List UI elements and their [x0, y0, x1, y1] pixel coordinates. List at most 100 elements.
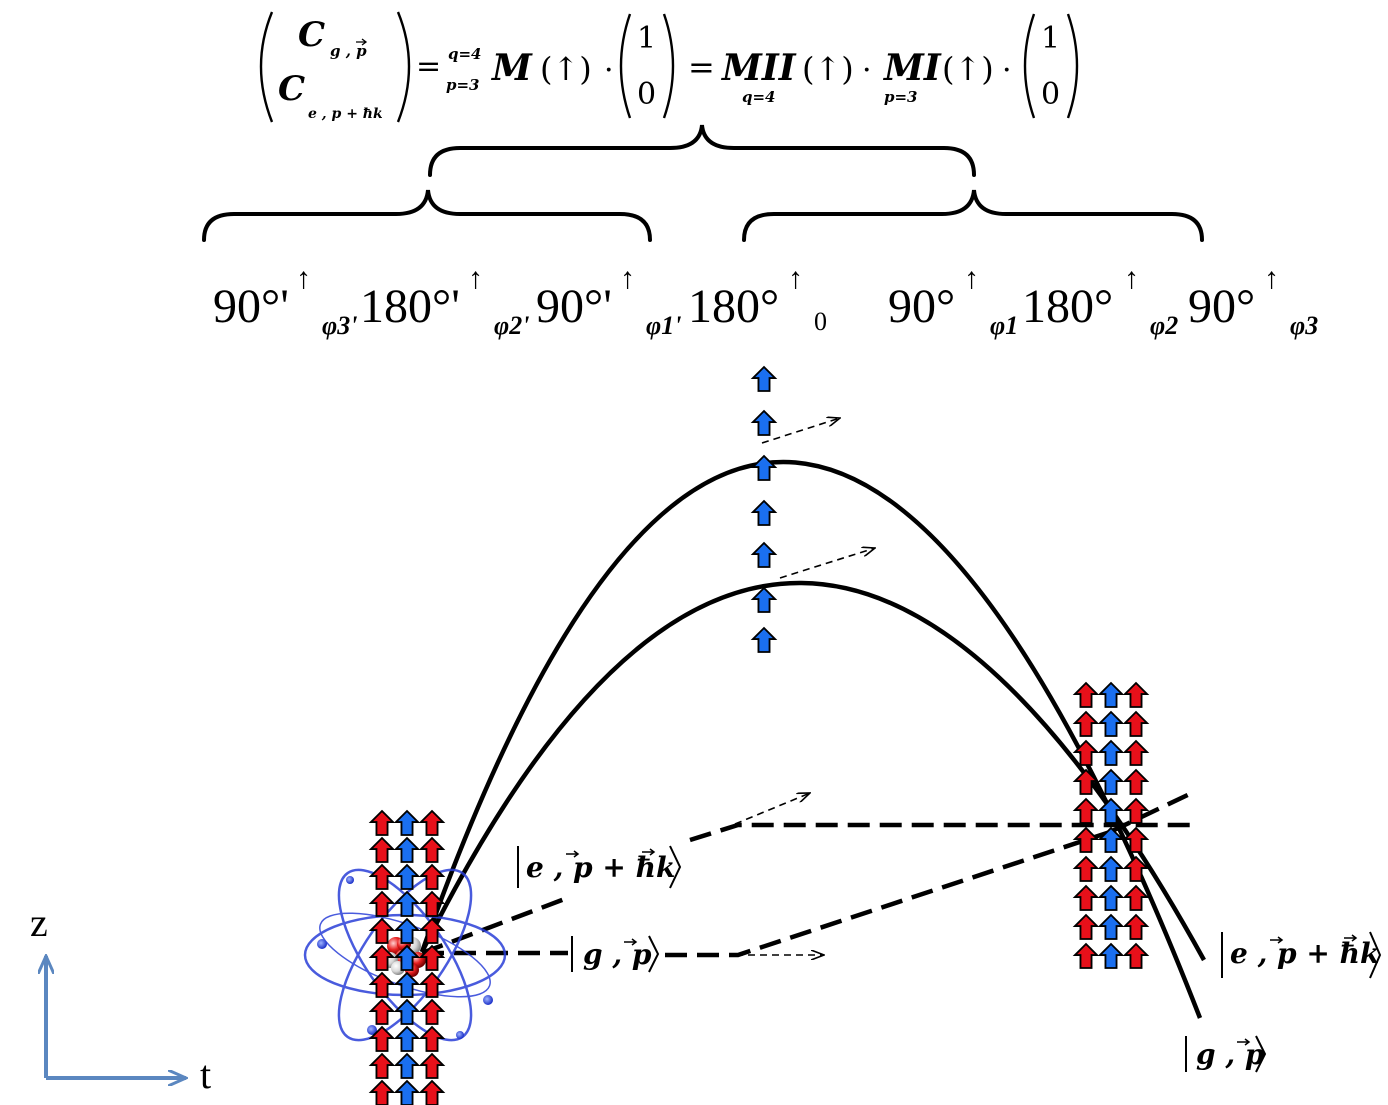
spin-arrow-blue — [1098, 856, 1124, 882]
col2-bottom: 0 — [1041, 77, 1060, 112]
spin-arrow-red — [1073, 827, 1099, 853]
dashed-excited-flat — [689, 822, 1192, 843]
spin-arrow-blue — [751, 410, 777, 436]
spin-arrow-red — [1123, 943, 1149, 969]
paren-col1-close — [662, 13, 675, 119]
momentum-kick-3 — [734, 793, 810, 825]
spin-arrow-red — [1073, 682, 1099, 708]
state-excited-mid: e , p + ħk — [526, 851, 675, 884]
dashed-ground-continue — [1109, 788, 1197, 835]
spin-arrow-red — [1073, 885, 1099, 911]
paren-left-close — [396, 11, 411, 123]
coef-top-sub: g , p — [330, 42, 367, 60]
t-axis-label: t — [200, 1052, 211, 1097]
spin-arrow-blue — [1098, 885, 1124, 911]
spin-arrow-red — [419, 810, 445, 836]
spin-arrow-columns — [369, 366, 1149, 1105]
spin-arrow-red — [1073, 856, 1099, 882]
momentum-kick-1 — [761, 418, 840, 444]
brace-right — [742, 189, 1204, 242]
col2-top: 1 — [1041, 21, 1060, 56]
arg-up-1: (↑) — [540, 50, 592, 88]
pulse-middle-arrow: ↑ — [788, 262, 803, 295]
pulse-left-1-angle: 90°' — [213, 280, 289, 333]
spin-arrow-blue — [394, 1080, 420, 1105]
arg-up-3: (↑) — [942, 50, 994, 88]
spin-arrow-red — [369, 1053, 395, 1079]
spin-arrow-red — [369, 810, 395, 836]
state-ground-mid: g , p — [583, 938, 652, 971]
spin-arrow-red — [419, 864, 445, 890]
sub-p: p=3 — [446, 76, 480, 94]
spin-arrow-blue — [1098, 740, 1124, 766]
dot-2: · — [862, 53, 872, 88]
pulse-middle-phase: 0 — [814, 307, 827, 336]
pulse-right-1-phase: φ1 — [990, 311, 1018, 340]
dot-1: · — [604, 53, 614, 88]
dashed-ground-rise — [665, 829, 1111, 958]
pulse-right-1-arrow: ↑ — [964, 262, 979, 295]
matrix-MI: MI — [882, 47, 942, 89]
spin-arrow-red — [419, 1080, 445, 1105]
spin-arrow-red — [369, 837, 395, 863]
spin-arrow-red — [1123, 885, 1149, 911]
grouping-braces — [202, 124, 1204, 242]
spin-arrow-red — [1123, 711, 1149, 737]
spin-arrow-blue — [1098, 769, 1124, 795]
spin-arrow-red — [369, 891, 395, 917]
trajectory-upper-arc — [419, 459, 1203, 1019]
equation: C g , p C e , p + ħk = q=4 p=3 M (↑) · 1… — [259, 11, 1079, 123]
spin-arrow-red — [419, 837, 445, 863]
pulse-right-2-phase: φ2 — [1150, 311, 1178, 340]
pulse-right-1-angle: 90° — [888, 280, 955, 333]
spin-arrow-blue — [394, 891, 420, 917]
paren-left-open — [259, 11, 274, 123]
spin-arrow-blue — [394, 972, 420, 998]
spin-arrow-red — [1123, 769, 1149, 795]
matrix-MII: MII — [720, 47, 797, 89]
pulse-left-2-angle: 180°' — [360, 280, 460, 333]
coef-top: C — [298, 15, 325, 55]
pulse-right-2-angle: 180° — [1022, 280, 1113, 333]
spin-arrow-blue — [394, 1026, 420, 1052]
coef-bottom-sub: e , p + ħk — [308, 106, 383, 122]
trajectories — [419, 418, 1206, 1019]
spin-arrow-red — [369, 999, 395, 1025]
spin-arrow-red — [1123, 798, 1149, 824]
spin-arrow-blue — [751, 587, 777, 613]
spin-arrow-red — [1073, 943, 1099, 969]
spin-arrow-red — [1123, 740, 1149, 766]
pulse-left-1-arrow: ↑ — [296, 262, 311, 295]
vec-arrow — [356, 38, 368, 46]
trajectory-lower-arc — [419, 580, 1206, 962]
paren-col2-close — [1066, 13, 1079, 119]
spin-arrow-blue — [1098, 914, 1124, 940]
brace-left — [202, 189, 652, 242]
spin-arrow-red — [1123, 682, 1149, 708]
pulse-right-3-phase: φ3 — [1290, 311, 1318, 340]
pulse-sequence: 90°' ↑ φ3' 180°' ↑ φ2' 90°' ↑ φ1' 180° ↑… — [213, 262, 1318, 340]
state-labels: e , p + ħk g , p e , p + ħk g , p — [517, 845, 1382, 1073]
pulse-left-2-phase: φ2' — [494, 311, 529, 340]
sup-q: q=4 — [448, 45, 482, 63]
paren-col2-open — [1023, 13, 1036, 119]
spin-arrow-red — [1073, 914, 1099, 940]
spin-arrow-blue — [394, 1053, 420, 1079]
state-excited-right: e , p + ħk — [1230, 937, 1379, 970]
spin-arrow-red — [419, 1053, 445, 1079]
arg-up-2: (↑) — [802, 50, 854, 88]
MI-sub: p=3 — [884, 88, 918, 106]
spin-arrow-blue — [751, 627, 777, 653]
dashed-excited-left — [421, 894, 571, 956]
axes: z t — [30, 900, 211, 1097]
spin-arrow-blue — [751, 542, 777, 568]
z-axis-label: z — [30, 900, 48, 945]
equals-2: = — [688, 48, 715, 86]
pulse-left-3-phase: φ1' — [646, 311, 681, 340]
spin-arrow-blue — [751, 500, 777, 526]
coef-bottom: C — [278, 69, 305, 109]
pulse-left-3-arrow: ↑ — [620, 262, 635, 295]
matrix-M: M — [490, 47, 533, 89]
pulse-right-2-arrow: ↑ — [1124, 262, 1139, 295]
